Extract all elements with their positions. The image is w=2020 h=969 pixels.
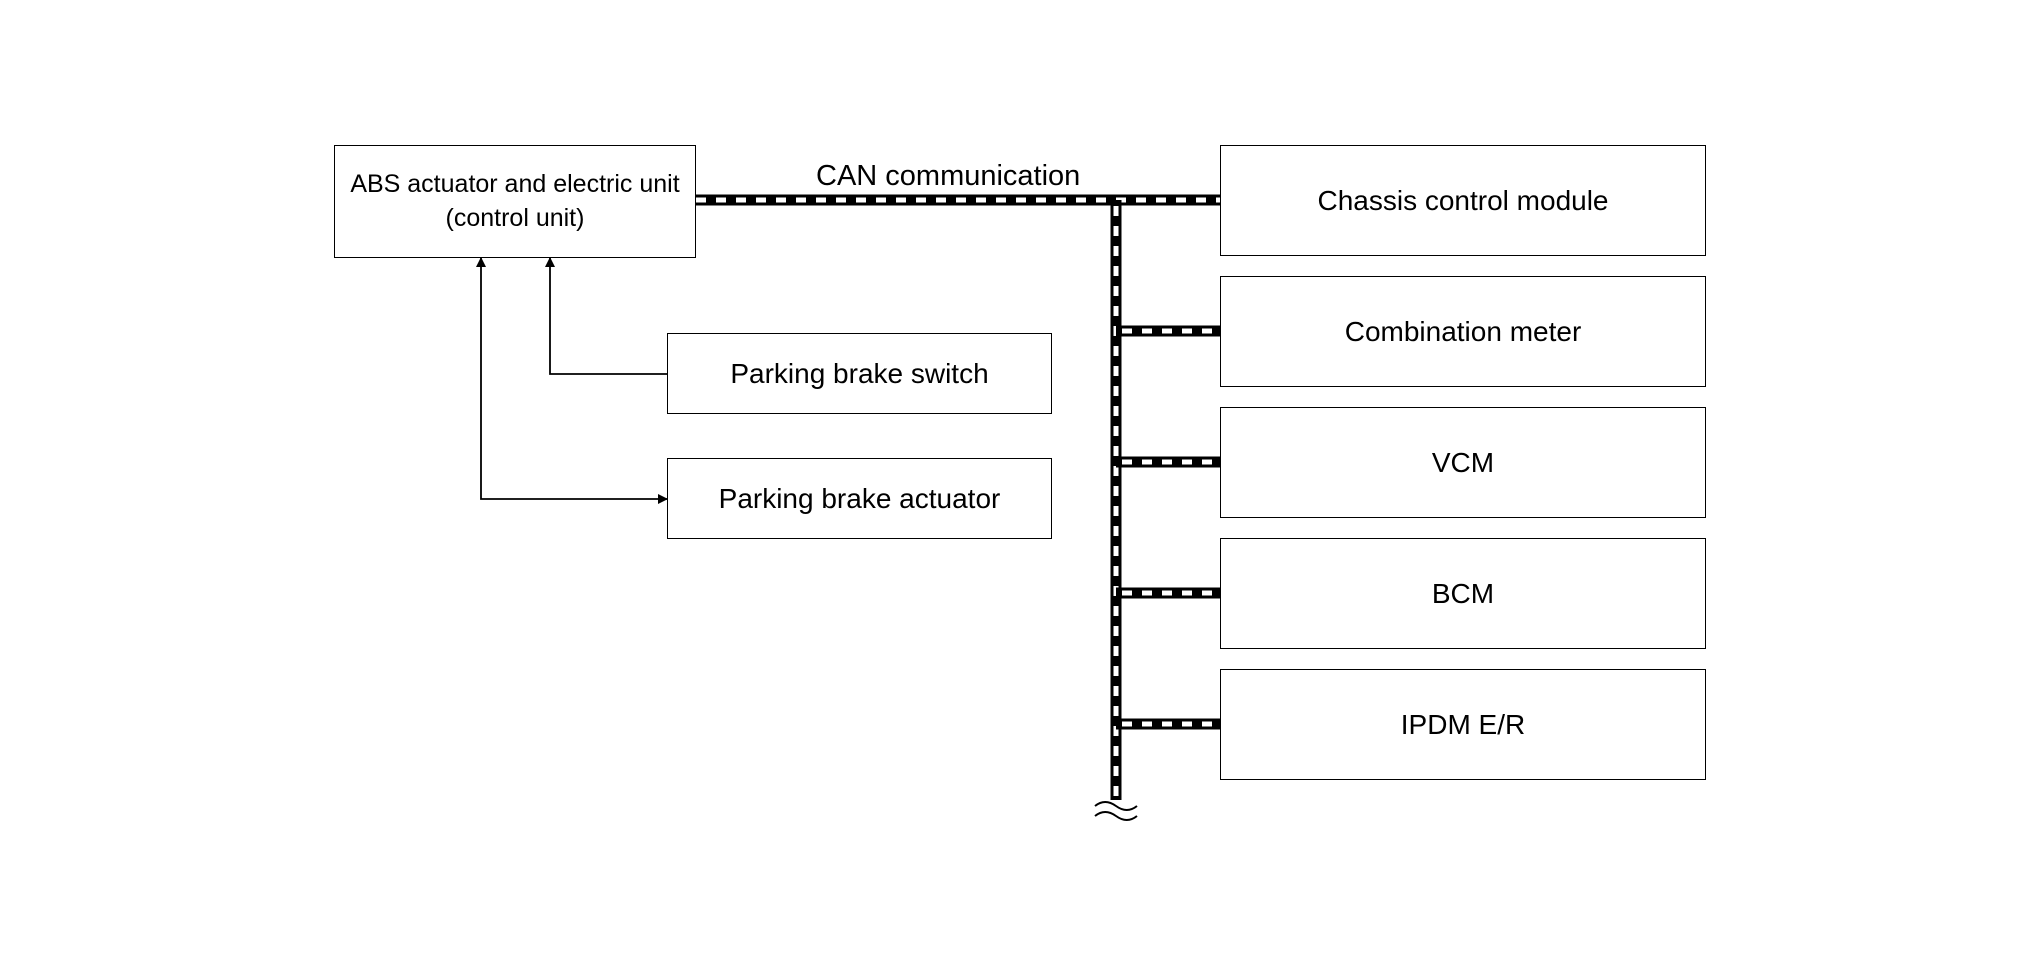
module-label: Combination meter	[1344, 315, 1582, 347]
module-label: IPDM E/R	[1400, 708, 1526, 740]
module-label: Chassis control module	[1317, 184, 1609, 216]
abs-label-line2: (control unit)	[445, 203, 585, 232]
switch-signal-line	[545, 257, 667, 375]
module-label: VCM	[1431, 446, 1495, 478]
module-combination-meter: Combination meter	[1220, 276, 1706, 387]
abs-label-line1: ABS actuator and electric unit	[350, 169, 680, 198]
can-communication-label: CAN communication	[816, 160, 1081, 192]
abs-actuator-box: ABS actuator and electric unit (control …	[334, 145, 696, 258]
module-bcm: BCM	[1220, 538, 1706, 649]
module-vcm: VCM	[1220, 407, 1706, 518]
wave-break-symbol	[1094, 801, 1138, 821]
actuator-signal-line	[476, 257, 668, 504]
parking-brake-switch-box: Parking brake switch	[667, 333, 1052, 414]
parking-brake-switch-label: Parking brake switch	[730, 357, 989, 389]
parking-brake-actuator-label: Parking brake actuator	[718, 482, 1001, 514]
module-ipdm-er: IPDM E/R	[1220, 669, 1706, 780]
module-label: BCM	[1431, 577, 1495, 609]
parking-brake-actuator-box: Parking brake actuator	[667, 458, 1052, 539]
module-chassis-control: Chassis control module	[1220, 145, 1706, 256]
